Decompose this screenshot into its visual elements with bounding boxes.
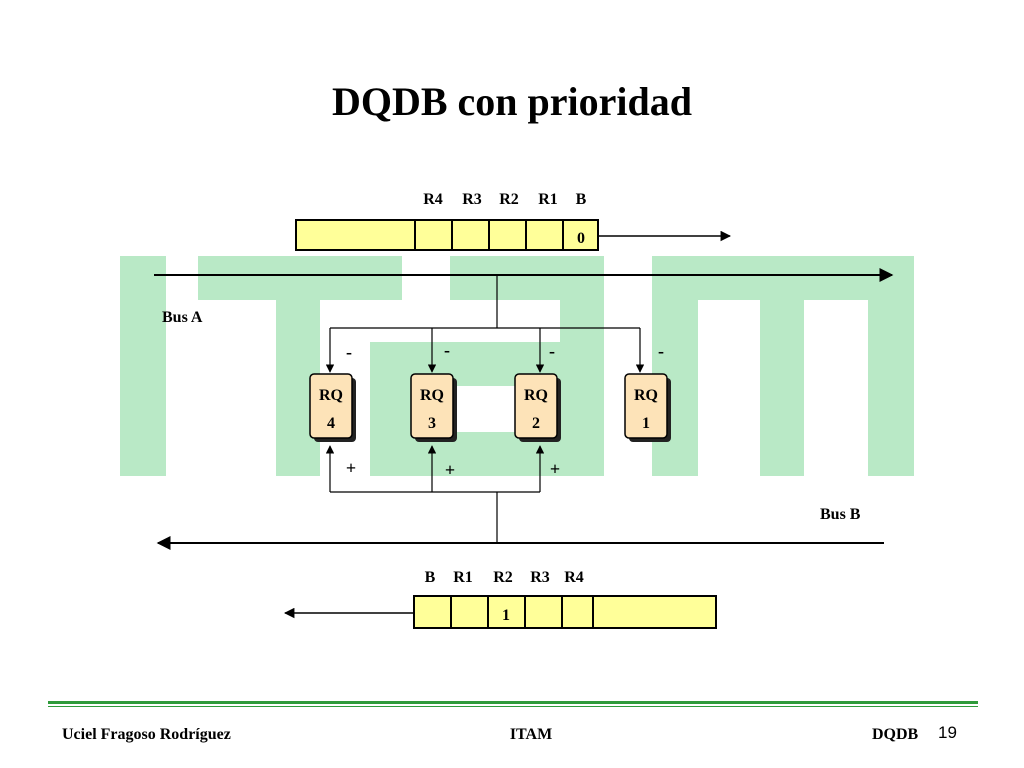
top-register-label: R3 [462,191,482,208]
svg-text:RQ: RQ [420,387,444,404]
footer-institution: ITAM [509,726,553,743]
bus-b-label: Bus B [820,506,861,523]
svg-text:1: 1 [642,415,650,432]
dqdb-diagram: R4 R3 R2 R1 B 0 Bus A RQ 4 - + RQ 3 - + [120,191,914,629]
decrement-sign: - [549,341,555,361]
bottom-register-label: B [425,569,436,586]
slide-title: DQDB con prioridad [331,79,693,124]
bottom-register-label: R4 [564,569,584,586]
top-register-label: R4 [423,191,443,208]
top-register-label: R1 [538,191,558,208]
svg-text:RQ: RQ [634,387,658,404]
svg-text:RQ: RQ [319,387,343,404]
decrement-sign: - [346,342,352,362]
bottom-register-value: 1 [502,607,510,624]
footer-author: Uciel Fragoso Rodríguez [62,726,231,743]
svg-text:2: 2 [532,415,540,432]
svg-text:4: 4 [327,415,335,432]
bus-a-label: Bus A [162,309,203,326]
footer-topic: DQDB [872,726,919,743]
top-register-label: B [576,191,587,208]
decrement-sign: - [658,341,664,361]
rq-counter-1: RQ 1 - [624,341,671,442]
increment-sign: + [346,458,356,478]
increment-sign: + [445,460,455,480]
increment-lines [325,445,545,542]
itam-watermark [120,256,914,476]
footer-divider-thin [48,706,978,707]
top-register: R4 R3 R2 R1 B 0 [295,191,732,251]
decrement-lines [325,275,645,373]
rq-counter-2: RQ 2 - + [514,341,561,479]
bottom-register-label: R1 [453,569,473,586]
svg-text:RQ: RQ [524,387,548,404]
rq-counter-3: RQ 3 - + [410,340,457,480]
top-register-label: R2 [499,191,519,208]
bottom-register-label: R2 [493,569,513,586]
rq-counter-4: RQ 4 - + [309,342,356,478]
decrement-sign: - [444,340,450,360]
page-number: 19 [938,723,957,742]
svg-text:3: 3 [428,415,436,432]
bottom-register: B R1 R2 R3 R4 1 [283,569,717,629]
bottom-register-label: R3 [530,569,550,586]
footer-divider [48,701,978,704]
increment-sign: + [550,459,560,479]
top-register-value: 0 [577,230,585,247]
